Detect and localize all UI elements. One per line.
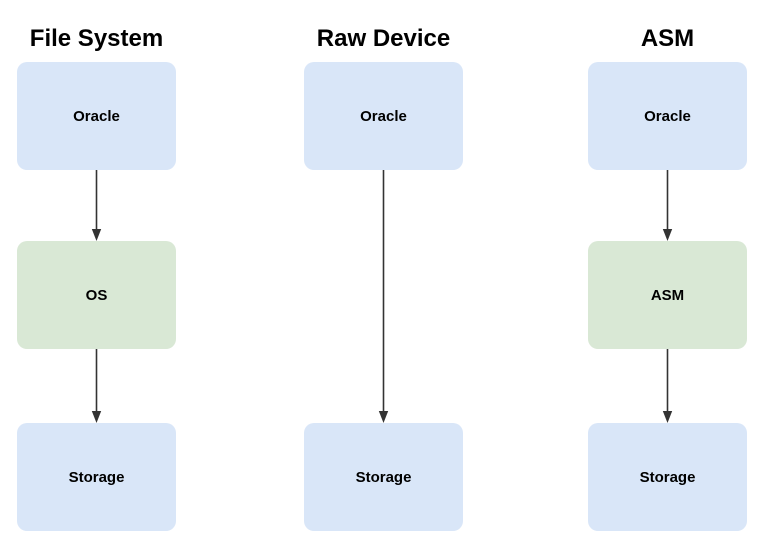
node-label: OS [85,286,108,304]
node-asm-asm[interactable]: ASM [588,241,747,349]
arrow-asm-oracle-to-asm [588,170,747,241]
node-label: Oracle [360,107,407,125]
node-label: Oracle [644,107,691,125]
node-file-system-oracle[interactable]: Oracle [17,62,176,170]
node-label: ASM [650,286,685,304]
column-title-raw-device: Raw Device [316,25,451,52]
diagram-column-asm: ASM Oracle ASM Storage [588,0,747,541]
node-label: Storage [355,468,412,486]
diagram-column-file-system: File System Oracle OS Storage [17,0,176,541]
node-raw-device-oracle[interactable]: Oracle [304,62,463,170]
arrow-file-system-os-to-storage [17,349,176,423]
node-file-system-os[interactable]: OS [17,241,176,349]
arrow-asm-asm-to-storage [588,349,747,423]
node-label: Storage [68,468,125,486]
diagram-column-raw-device: Raw Device Oracle Storage [304,0,463,541]
arrow-raw-device-oracle-to-storage [304,170,463,423]
node-file-system-storage[interactable]: Storage [17,423,176,531]
node-asm-oracle[interactable]: Oracle [588,62,747,170]
arrow-file-system-oracle-to-os [17,170,176,241]
node-label: Oracle [73,107,120,125]
column-title-asm: ASM [640,25,695,52]
node-asm-storage[interactable]: Storage [588,423,747,531]
node-label: Storage [639,468,696,486]
node-raw-device-storage[interactable]: Storage [304,423,463,531]
column-title-file-system: File System [29,25,164,52]
